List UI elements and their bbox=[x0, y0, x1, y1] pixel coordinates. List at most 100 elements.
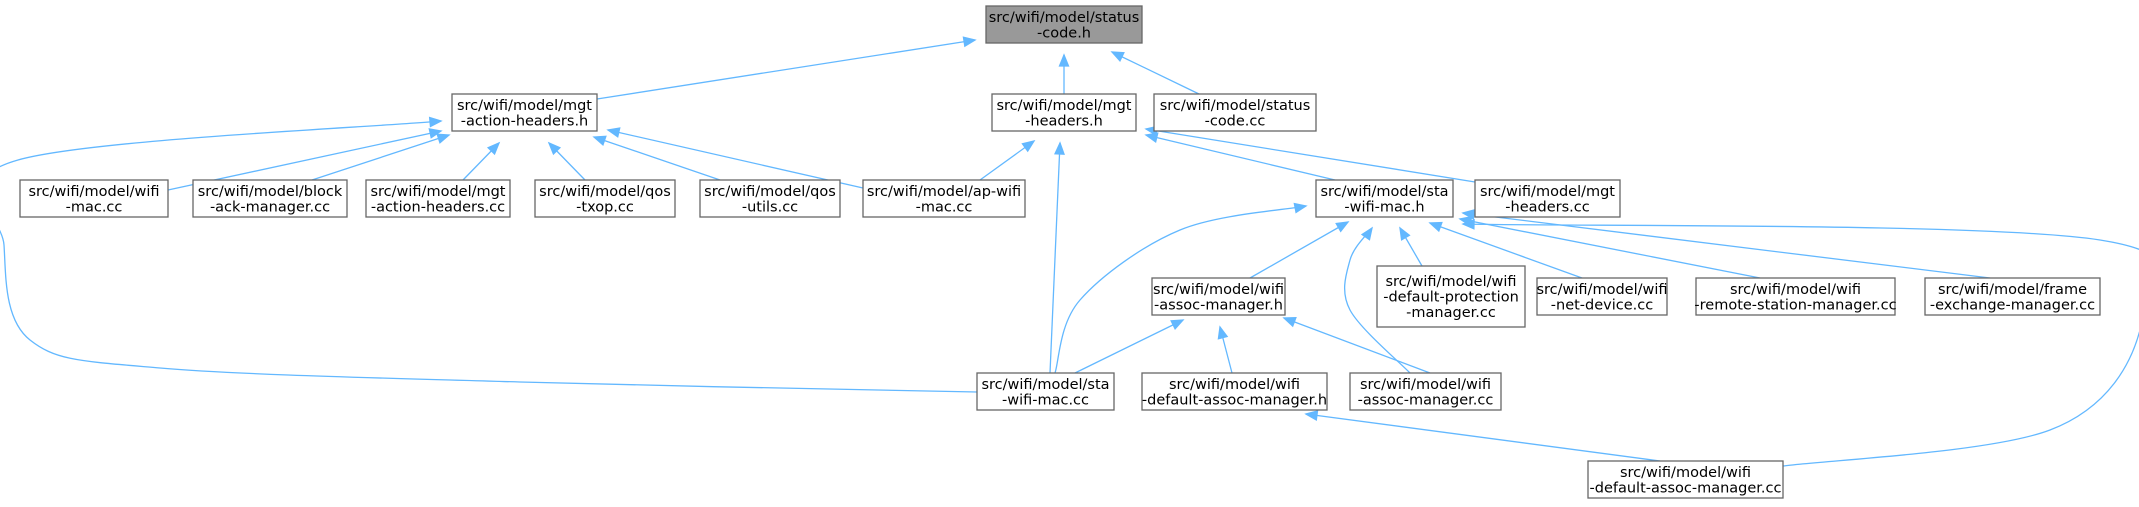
arrowhead-icon bbox=[547, 141, 562, 156]
node-label: src/wifi/model/frame bbox=[1938, 282, 2087, 298]
node-label: src/wifi/model/wifi bbox=[1360, 377, 1491, 393]
node-box bbox=[1924, 277, 2101, 316]
node-box bbox=[1151, 277, 1286, 316]
edge-line bbox=[0, 120, 978, 393]
node-ap-wifi-mac-cc[interactable]: src/wifi/model/ap-wifi-mac.cc bbox=[862, 179, 1026, 218]
edge-line bbox=[1074, 319, 1184, 374]
node-block-ack-cc[interactable]: src/wifi/model/block-ack-manager.cc bbox=[192, 179, 348, 218]
node-box bbox=[1349, 372, 1502, 411]
node-label: src/wifi/model/mgt bbox=[457, 98, 592, 114]
node-label: src/wifi/model/mgt bbox=[370, 184, 505, 200]
edge-line bbox=[1343, 227, 1411, 374]
edge-sta_wifi_mac_cc-to-mgt_headers_h bbox=[1049, 141, 1065, 374]
node-label: src/wifi/model/wifi bbox=[1730, 282, 1861, 298]
edge-ap_wifi_mac_cc-to-mgt_action_h bbox=[606, 127, 864, 189]
edge-mgt_action_cc-to-mgt_action_h bbox=[462, 141, 501, 181]
node-label: -default-assoc-manager.cc bbox=[1590, 480, 1782, 496]
node-def-assoc-cc[interactable]: src/wifi/model/wifi-default-assoc-manage… bbox=[1587, 460, 1784, 499]
node-assoc-mgr-h[interactable]: src/wifi/model/wifi-assoc-manager.h bbox=[1151, 277, 1286, 316]
edge-assoc_mgr_cc-to-assoc_mgr_h bbox=[1282, 316, 1431, 374]
node-label: -default-assoc-manager.h bbox=[1142, 392, 1327, 408]
arrowhead-icon bbox=[592, 135, 607, 146]
arrowhead-icon bbox=[1054, 141, 1065, 155]
edge-qos_txop_cc-to-mgt_action_h bbox=[547, 141, 586, 181]
node-label: -headers.h bbox=[1025, 113, 1103, 129]
edge-assoc_mgr_cc-to-sta_wifi_mac_h bbox=[1343, 226, 1411, 374]
node-def-assoc-h[interactable]: src/wifi/model/wifi-default-assoc-manage… bbox=[1141, 372, 1328, 411]
node-label: src/wifi/model/wifi bbox=[1153, 282, 1284, 298]
edge-line bbox=[1111, 51, 1200, 95]
node-label: src/wifi/model/mgt bbox=[1480, 184, 1615, 200]
node-mgt-action-cc[interactable]: src/wifi/model/mgt-action-headers.cc bbox=[365, 179, 511, 218]
node-box bbox=[1474, 179, 1621, 218]
node-label: src/wifi/model/wifi bbox=[1385, 274, 1516, 290]
node-sta-wifi-mac-cc[interactable]: src/wifi/model/sta-wifi-mac.cc bbox=[976, 372, 1115, 411]
arrowhead-icon bbox=[1304, 410, 1319, 421]
node-label: src/wifi/model/qos bbox=[704, 184, 836, 200]
node-net-device-cc[interactable]: src/wifi/model/wifi-net-device.cc bbox=[1536, 277, 1668, 316]
node-status-h[interactable]: src/wifi/model/status-code.h bbox=[985, 5, 1143, 44]
edge-line bbox=[1249, 221, 1349, 279]
node-def-prot-cc[interactable]: src/wifi/model/wifi-default-protection-m… bbox=[1376, 265, 1526, 328]
edge-frame_exchange_cc-to-sta_wifi_mac_h bbox=[1461, 208, 1991, 279]
edge-line bbox=[1283, 317, 1431, 374]
node-label: -action-headers.cc bbox=[371, 199, 505, 215]
node-label: -wifi-mac.cc bbox=[1002, 392, 1089, 408]
node-box bbox=[991, 93, 1137, 132]
node-status-cc[interactable]: src/wifi/model/status-code.cc bbox=[1153, 93, 1317, 132]
edge-assoc_mgr_h-to-sta_wifi_mac_h bbox=[1249, 221, 1350, 279]
node-box bbox=[365, 179, 511, 218]
edge-layer bbox=[0, 36, 2139, 467]
arrowhead-icon bbox=[1282, 316, 1297, 328]
node-box bbox=[985, 5, 1143, 44]
edge-net_device_cc-to-sta_wifi_mac_h bbox=[1428, 221, 1583, 279]
node-label: src/wifi/model/status bbox=[1160, 98, 1311, 114]
node-mgt-headers-cc[interactable]: src/wifi/model/mgt-headers.cc bbox=[1474, 179, 1621, 218]
node-box bbox=[451, 93, 598, 132]
node-label: -utils.cc bbox=[742, 199, 798, 215]
node-label: src/wifi/model/wifi bbox=[1620, 465, 1751, 481]
arrowhead-icon bbox=[1021, 139, 1036, 153]
node-frame-exchange-cc[interactable]: src/wifi/model/frame-exchange-manager.cc bbox=[1924, 277, 2101, 316]
arrowhead-icon bbox=[1058, 53, 1070, 67]
node-assoc-mgr-cc[interactable]: src/wifi/model/wifi-assoc-manager.cc bbox=[1349, 372, 1502, 411]
node-remote-station-cc[interactable]: src/wifi/model/wifi-remote-station-manag… bbox=[1694, 277, 1897, 316]
node-mgt-headers-h[interactable]: src/wifi/model/mgt-headers.h bbox=[991, 93, 1137, 132]
edge-line bbox=[311, 134, 450, 181]
arrowhead-icon bbox=[1217, 325, 1229, 340]
edge-mgt_action_h-to-status_h bbox=[596, 36, 977, 100]
node-label: -default-protection bbox=[1383, 290, 1519, 306]
node-qos-txop-cc[interactable]: src/wifi/model/qos-txop.cc bbox=[534, 179, 676, 218]
arrowhead-icon bbox=[1170, 319, 1185, 331]
node-label: -code.h bbox=[1037, 25, 1091, 41]
edge-qos_utils_cc-to-mgt_action_h bbox=[592, 135, 721, 181]
arrowhead-icon bbox=[486, 141, 501, 156]
edge-line bbox=[1305, 413, 1661, 462]
node-label: src/wifi/model/sta bbox=[1320, 184, 1448, 200]
node-label: -mac.cc bbox=[916, 199, 973, 215]
edge-ap_wifi_mac_cc-to-mgt_headers_h bbox=[979, 139, 1036, 181]
edge-line bbox=[596, 39, 976, 100]
edge-line bbox=[1429, 222, 1583, 279]
arrowhead-icon bbox=[1293, 202, 1308, 214]
arrowhead-icon bbox=[1144, 132, 1159, 144]
node-qos-utils-cc[interactable]: src/wifi/model/qos-utils.cc bbox=[699, 179, 841, 218]
node-wifi-mac-cc[interactable]: src/wifi/model/wifi-mac.cc bbox=[19, 179, 169, 218]
node-label: src/wifi/model/status bbox=[989, 10, 1140, 26]
arrowhead-icon bbox=[1335, 221, 1350, 233]
node-label: -mac.cc bbox=[66, 199, 123, 215]
node-label: -txop.cc bbox=[576, 199, 634, 215]
node-sta-wifi-mac-h[interactable]: src/wifi/model/sta-wifi-mac.h bbox=[1315, 179, 1454, 218]
node-label: -ack-manager.cc bbox=[210, 199, 330, 215]
node-label: src/wifi/model/wifi bbox=[28, 184, 159, 200]
node-mgt-action-h[interactable]: src/wifi/model/mgt-action-headers.h bbox=[451, 93, 598, 132]
node-label: -net-device.cc bbox=[1551, 297, 1653, 313]
arrowhead-icon bbox=[1110, 51, 1125, 62]
node-layer: src/wifi/model/status-code.hsrc/wifi/mod… bbox=[19, 5, 2101, 499]
node-box bbox=[1695, 277, 1896, 316]
edge-line bbox=[593, 136, 721, 181]
edge-def_assoc_cc-to-def_assoc_h bbox=[1304, 410, 1661, 462]
edge-mgt_headers_h-to-status_h bbox=[1058, 53, 1070, 94]
arrowhead-icon bbox=[1461, 218, 1475, 230]
